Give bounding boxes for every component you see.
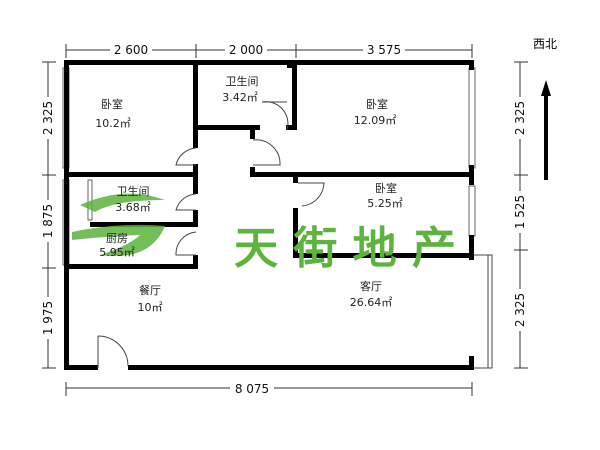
dim-left-2: 1 875 [41,204,55,238]
room-name: 卫生间 [117,184,150,198]
dim-left-1: 2 325 [41,101,55,135]
doors [97,101,325,368]
room-area: 3.68㎡ [115,201,151,214]
room-name: 卧室 [366,97,388,111]
room-name: 卧室 [101,97,123,111]
dim-top-1: 2 600 [114,43,148,57]
room-labels: 卧室 10.2㎡ 卫生间 3.42㎡ 卧室 12.09㎡ 卫生间 3.68㎡ 厨… [95,74,403,314]
room-name: 厨房 [106,232,128,245]
watermark-text: 天 街 地 产 [234,223,456,274]
dim-right-2: 1 525 [513,195,527,229]
room-area: 10.2㎡ [95,117,131,130]
walls [64,60,474,370]
room-name: 客厅 [360,279,382,293]
dim-top-3: 3 575 [367,43,401,57]
room-area: 3.42㎡ [222,91,258,104]
dim-left-3: 1 975 [41,301,55,335]
dim-top-2: 2 000 [229,43,263,57]
room-name: 卧室 [375,181,397,195]
dimension-lines [42,44,528,396]
room-name: 餐厅 [139,283,161,297]
compass-label: 西北 [533,37,557,51]
north-arrow-icon [541,80,551,180]
windows [62,67,493,369]
watermark-logo: 天 街 地 产 [72,193,456,274]
room-area: 12.09㎡ [354,114,397,127]
dim-right-3: 2 325 [513,293,527,327]
room-area: 26.64㎡ [350,296,393,309]
dim-bottom: 8 075 [235,382,269,396]
dimension-labels: 2 600 2 000 3 575 8 075 2 325 1 875 1 97… [40,42,527,396]
room-area: 5.95㎡ [99,246,135,259]
dim-right-1: 2 325 [513,101,527,135]
room-name: 卫生间 [226,74,259,88]
room-area: 10㎡ [138,301,163,314]
room-area: 5.25㎡ [367,197,403,210]
